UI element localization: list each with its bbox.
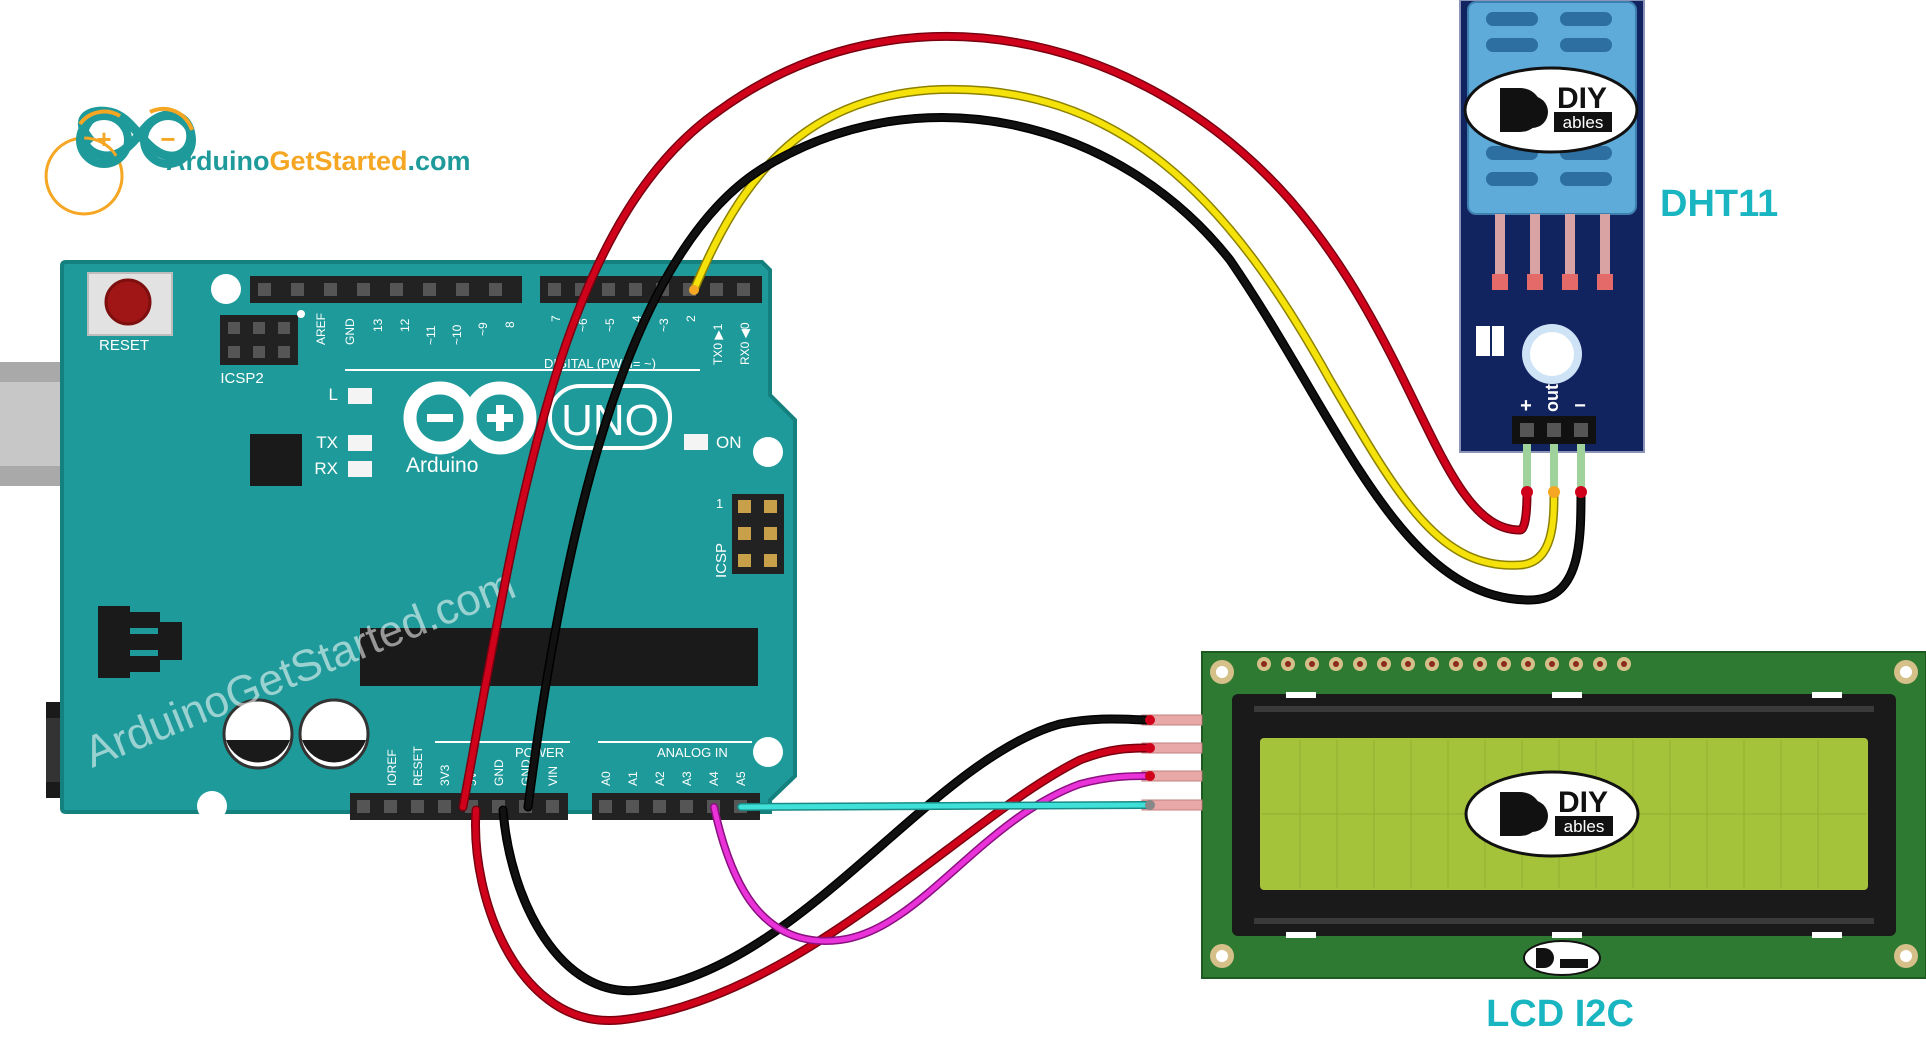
wire-dht-gnd (525, 114, 1584, 810)
svg-text:~6: ~6 (576, 318, 590, 332)
svg-text:4: 4 (630, 315, 644, 322)
dht11-pin-plus-label: + (1520, 395, 1532, 417)
lcd-top-pins (1257, 657, 1631, 671)
svg-text:L: L (329, 385, 338, 404)
svg-text:IOREF: IOREF (385, 749, 399, 786)
mount-hole (211, 274, 241, 304)
dht11-sensor-legs (1495, 214, 1610, 274)
svg-text:A3: A3 (680, 771, 694, 786)
svg-text:7: 7 (549, 315, 563, 322)
svg-text:RX: RX (314, 459, 338, 478)
voltage-regulator (98, 606, 182, 678)
analog-header-label: ANALOG IN (657, 745, 728, 760)
wire-lcd-gnd (500, 716, 1153, 994)
usb-chip (250, 434, 302, 486)
wire-endpoints (689, 285, 1587, 810)
svg-text:~5: ~5 (603, 318, 617, 332)
analog-header (592, 793, 760, 820)
svg-text:VIN: VIN (546, 766, 560, 786)
wire-lcd-sda (711, 773, 1153, 944)
svg-text:A2: A2 (653, 771, 667, 786)
svg-text:A1: A1 (626, 771, 640, 786)
lcd-mount-holes (1210, 660, 1918, 968)
svg-text:~9: ~9 (476, 322, 490, 336)
svg-text:3V3: 3V3 (438, 764, 452, 786)
svg-text:8: 8 (503, 321, 517, 328)
mount-hole (753, 737, 783, 767)
svg-text:13: 13 (371, 318, 385, 332)
svg-text:ON: ON (716, 433, 742, 452)
digital-pin-labels: AREF GND 13 12 ~11 ~10 ~9 8 7 ~6 ~5 4 ~3… (314, 313, 752, 365)
site-logo[interactable]: + − ArduinoGetStarted.com (44, 106, 471, 216)
dht11-label: DHT11 (1660, 183, 1778, 225)
mount-hole (197, 791, 227, 821)
svg-text:DIY: DIY (1558, 786, 1608, 819)
lcd-label: LCD I2C (1486, 993, 1634, 1035)
arduino-logo-icon (403, 381, 537, 455)
svg-text:DIY: DIY (1557, 82, 1607, 115)
icsp-label: ICSP (713, 543, 730, 578)
wire-dht-data-outline (689, 84, 1559, 570)
lcd-i2c-module[interactable]: DIY ables (1141, 651, 1926, 979)
wire-lcd-vcc (472, 745, 1153, 1024)
microcontroller-chip (360, 628, 758, 686)
dht11-grille (1486, 12, 1612, 186)
lcd-i2c-pins (1141, 714, 1203, 811)
svg-text:A5: A5 (734, 771, 748, 786)
svg-text:GND: GND (343, 318, 357, 345)
wire-lcd-scl (738, 802, 1153, 810)
svg-text:TX: TX (316, 433, 338, 452)
digital-header-left (250, 276, 522, 303)
analog-pin-labels: A0 A1 A2 A3 A4 A5 (599, 771, 748, 786)
wire-dht-data (691, 86, 1557, 569)
svg-text:TX0 ▶1: TX0 ▶1 (711, 323, 725, 365)
capacitors (222, 698, 370, 770)
wires (458, 32, 1586, 1025)
svg-text:2: 2 (684, 315, 698, 322)
power-pin-labels: IOREF RESET 3V3 5V GND GND VIN (385, 745, 560, 786)
lcd-small-diyables-logo (1523, 940, 1601, 976)
icsp2-header (220, 310, 305, 365)
reset-label: RESET (99, 337, 149, 354)
svg-text:12: 12 (398, 318, 412, 332)
icsp-header (732, 494, 784, 574)
infinity-logo-icon: + − (44, 106, 196, 216)
svg-text:AREF: AREF (314, 313, 328, 345)
status-leds: L TX RX ON (314, 385, 741, 478)
svg-text:1: 1 (716, 496, 723, 511)
mount-hole (753, 437, 783, 467)
svg-text:A0: A0 (599, 771, 613, 786)
dht11-module[interactable]: DIY ables + out − (1459, 0, 1645, 492)
svg-text:GND: GND (492, 759, 506, 786)
lcd-diyables-logo: DIY ables (1464, 770, 1640, 858)
icsp2-label: ICSP2 (220, 370, 263, 387)
reset-button[interactable] (104, 278, 152, 326)
svg-text:~10: ~10 (450, 324, 464, 345)
svg-text:ables: ables (1564, 817, 1605, 836)
svg-text:RX0 ◀0: RX0 ◀0 (738, 322, 752, 365)
lcd-character-grid (1262, 740, 1866, 888)
svg-text:ables: ables (1563, 113, 1604, 132)
dht11-pin-minus-label: − (1574, 395, 1586, 417)
svg-text:RESET: RESET (411, 745, 425, 786)
dht11-diyables-logo: DIY ables (1463, 66, 1639, 154)
svg-text:~11: ~11 (424, 325, 438, 345)
wire-dht-vcc (460, 33, 1530, 810)
board-brand: Arduino (406, 454, 478, 477)
svg-text:+: + (96, 124, 111, 154)
svg-text:−: − (160, 124, 175, 154)
svg-text:A4: A4 (707, 771, 721, 786)
dht11-pin-out-label: out (1542, 384, 1562, 412)
svg-text:~3: ~3 (657, 318, 671, 332)
dht11-pins (1523, 444, 1585, 492)
logo-text: ArduinoGetStarted.com (166, 146, 471, 176)
